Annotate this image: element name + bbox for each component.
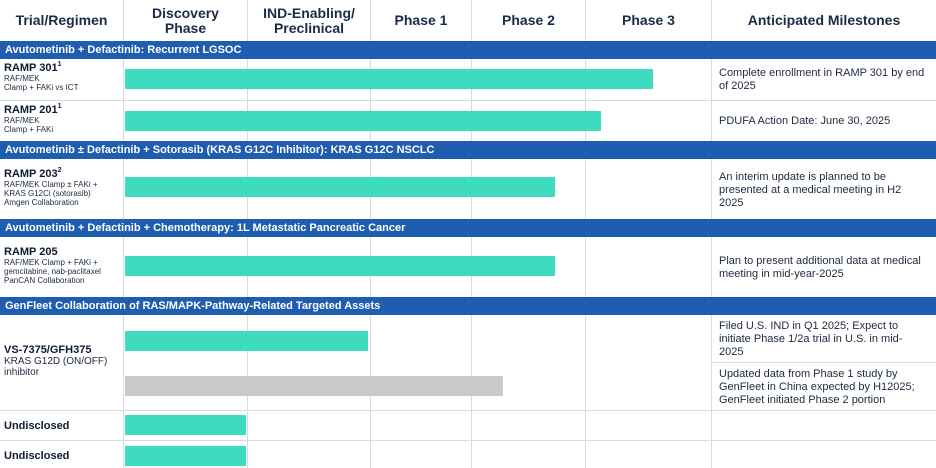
header-phase1: Phase 1	[394, 12, 448, 28]
trial-description: KRAS G12D (ON/OFF)	[4, 356, 108, 367]
section-band: Avutometinib + Defactinib: Recurrent LGS…	[0, 41, 936, 59]
header-phase3: Phase 3	[622, 12, 675, 28]
phase-bar-active	[125, 256, 555, 276]
trial-name: Undisclosed	[4, 420, 70, 432]
section-band: GenFleet Collaboration of RAS/MAPK-Pathw…	[0, 297, 936, 315]
trial-name: RAMP 2011	[4, 103, 62, 116]
header-phase2: Phase 2	[502, 12, 555, 28]
trial-description: RAF/MEK	[4, 116, 40, 125]
trial-name: VS-7375/GFH375	[4, 344, 92, 356]
row-divider	[0, 410, 936, 411]
milestone-text: Complete enrollment in RAMP 301 by end o…	[719, 67, 925, 92]
phase-bar-active	[125, 177, 555, 197]
milestone-text: PDUFA Action Date: June 30, 2025	[719, 115, 891, 127]
header-trial: Trial/Regimen	[15, 12, 108, 28]
header-milestones: Anticipated Milestones	[747, 12, 901, 28]
phase-bar-active	[125, 446, 246, 466]
trial-name: RAMP 3011	[4, 61, 62, 74]
header-discovery: Discovery Phase	[152, 4, 219, 36]
milestone-text: An interim update is planned to be prese…	[719, 171, 902, 209]
trial-ramp301: RAMP 3011 RAF/MEK Clamp + FAKi vs ICT	[4, 61, 122, 92]
trial-name: RAMP 205	[4, 246, 58, 258]
phase-bar-active	[125, 69, 653, 89]
trial-ramp203: RAMP 2032 RAF/MEK Clamp ± FAKi + KRAS G1…	[4, 167, 122, 207]
milestone-text: Updated data from Phase 1 study by GenFl…	[719, 368, 915, 406]
trial-ramp205: RAMP 205 RAF/MEK Clamp + FAKi + gemcitab…	[4, 246, 122, 285]
phase-bar-active	[125, 331, 368, 351]
row-divider	[0, 100, 936, 101]
trial-description: KRAS G12Ci (sotorasib)	[4, 189, 91, 198]
trial-description: Clamp + FAKi	[4, 125, 54, 134]
trial-description: PanCAN Collaboration	[4, 276, 85, 285]
trial-description: Amgen Collaboration	[4, 198, 79, 207]
milestone-text: Filed U.S. IND in Q1 2025; Expect to ini…	[719, 320, 903, 358]
trial-undisclosed: Undisclosed	[4, 450, 122, 462]
header-ind: IND-Enabling/ Preclinical	[263, 4, 355, 36]
trial-ramp201: RAMP 2011 RAF/MEK Clamp + FAKi	[4, 103, 122, 134]
milestone-text: Plan to present additional data at medic…	[719, 255, 921, 280]
trial-description: gemcitabine, nab-paclitaxel	[4, 267, 101, 276]
trial-description: RAF/MEK Clamp + FAKi +	[4, 258, 98, 267]
phase-bar-partner	[125, 376, 503, 396]
trial-vs7375: VS-7375/GFH375 KRAS G12D (ON/OFF) inhibi…	[4, 344, 122, 378]
section-band: Avutometinib ± Defactinib + Sotorasib (K…	[0, 141, 936, 159]
trial-description: RAF/MEK	[4, 74, 40, 83]
trial-undisclosed: Undisclosed	[4, 420, 122, 432]
trial-name: Undisclosed	[4, 450, 70, 462]
row-divider	[711, 362, 936, 363]
section-band: Avutometinib + Defactinib + Chemotherapy…	[0, 219, 936, 237]
trial-description: inhibitor	[4, 367, 40, 378]
trial-description: RAF/MEK Clamp ± FAKi +	[4, 180, 98, 189]
phase-bar-active	[125, 415, 246, 435]
trial-name: RAMP 2032	[4, 167, 62, 180]
phase-bar-active	[125, 111, 601, 131]
row-divider	[0, 440, 936, 441]
trial-description: Clamp + FAKi vs ICT	[4, 83, 79, 92]
